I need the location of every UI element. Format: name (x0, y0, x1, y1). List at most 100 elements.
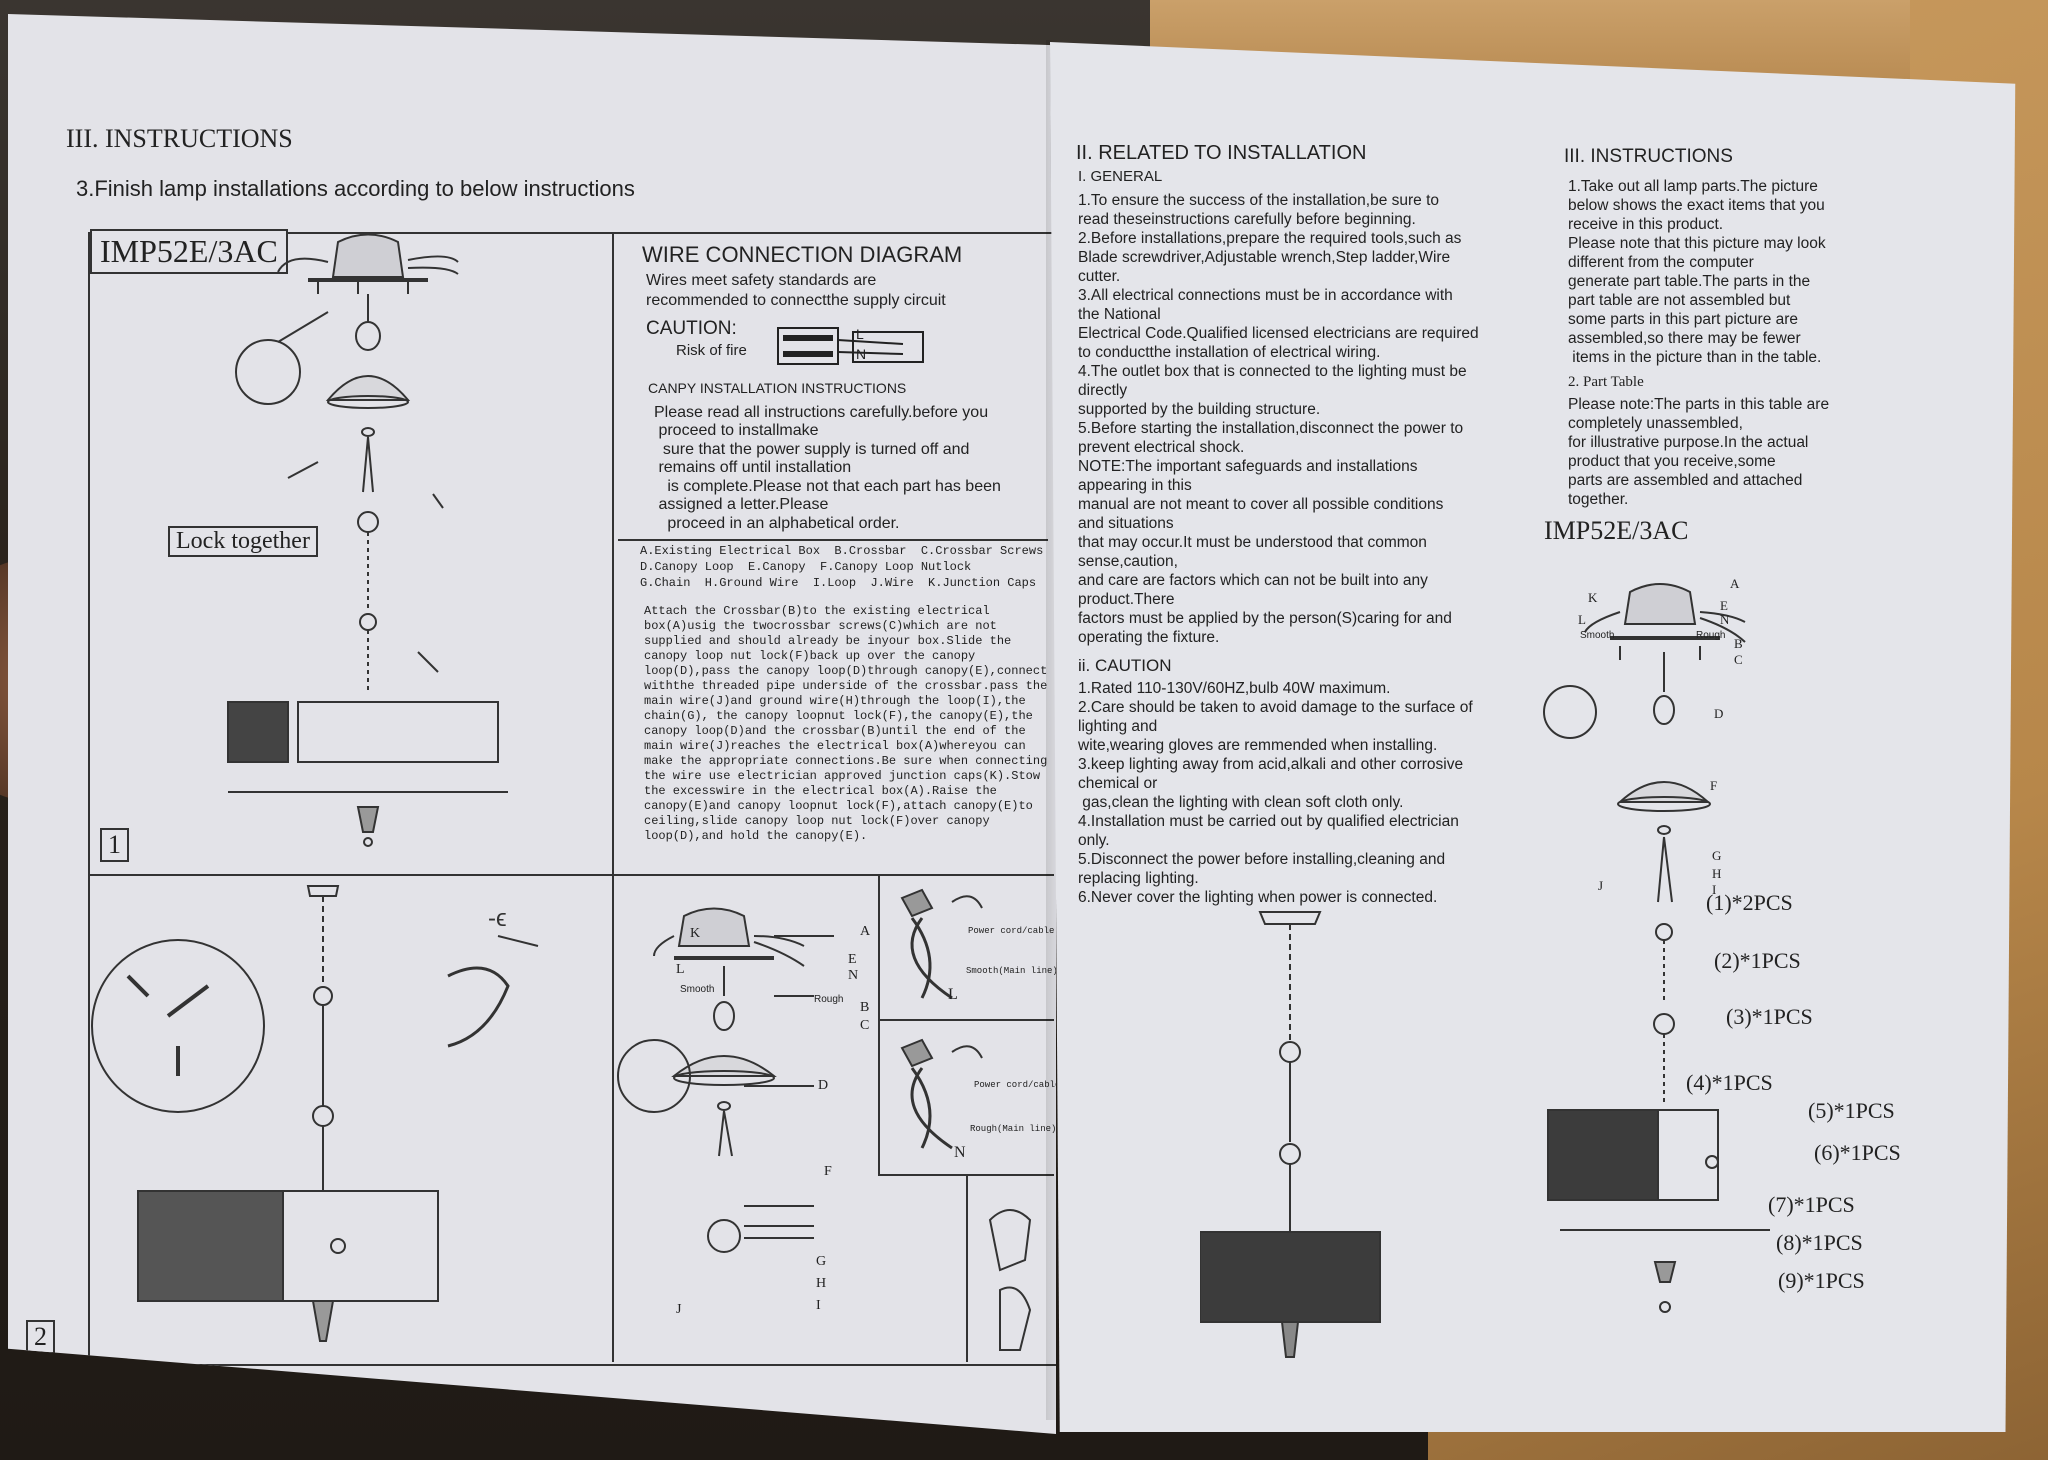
part-count: (8)*1PCS (1776, 1230, 1863, 1255)
text-line: lighting and (1078, 718, 1158, 735)
hanging-lamp-drawing (1200, 911, 1381, 1358)
instruction-line: Attach the Crossbar(B)to the existing el… (644, 604, 990, 618)
letter-H: H (816, 1276, 827, 1291)
text-line: 2.Care should be taken to avoid damage t… (1078, 699, 1473, 716)
canopy-line: is complete.Please not that each part ha… (654, 478, 1001, 495)
canopy-line: sure that the power supply is turned off… (654, 441, 970, 458)
letter-N: N (1720, 612, 1730, 627)
text-line: 3.keep lighting away from acid,alkali an… (1078, 756, 1464, 773)
instruction-line: supplied and should already be inyour bo… (644, 634, 1012, 648)
letter-F: F (824, 1164, 832, 1179)
wire-diagram-line: recommended to connectthe supply circuit (646, 292, 946, 309)
letter-I: I (816, 1298, 821, 1313)
text-line: parts are assembled and attached (1568, 472, 1803, 489)
text-line: 6.Never cover the lighting when power is… (1078, 889, 1438, 906)
canopy-line: Please read all instructions carefully.b… (654, 404, 989, 421)
text-line: the National (1078, 306, 1161, 323)
wire-twist-diagram (900, 888, 983, 1150)
text-line: cutter. (1078, 268, 1121, 285)
lamp-diagram-step1 (227, 233, 508, 847)
text-line: Please note that this picture may look (1568, 235, 1826, 252)
section-header: III. INSTRUCTIONS (66, 124, 293, 153)
instruction-line: ceiling,slide canopy loop nut lock(F)ove… (644, 814, 990, 828)
text-line: for illustrative purpose.In the actual (1568, 434, 1809, 451)
text-line: and situations (1078, 515, 1174, 532)
text-line: 4.The outlet box that is connected to th… (1078, 363, 1467, 380)
wire-N: N (856, 346, 867, 362)
instruction-line: box(A)usig the twocrossbar screws(C)whic… (644, 619, 997, 633)
smooth-main-label: Smooth(Main line) (966, 966, 1058, 976)
svg-text:-ϵ: -ϵ (488, 905, 507, 932)
letter-D: D (818, 1078, 829, 1093)
letter-D: D (1714, 706, 1724, 721)
instruction-line: canopy loop nut lock(F)back up over the … (644, 649, 976, 663)
wire-panel-N: N (954, 1144, 966, 1161)
part-count: (1)*2PCS (1706, 890, 1793, 915)
letter-K: K (1588, 590, 1598, 605)
text-line: supported by the building structure. (1078, 401, 1321, 418)
instruction-line: main wire(J)reaches the electrical box(A… (644, 739, 1026, 753)
right-page: II. RELATED TO INSTALLATION I. GENERAL 1… (1050, 42, 2016, 1432)
text-line: generate part table.The parts in the (1568, 273, 1811, 290)
text-line: completely unassembled, (1568, 415, 1743, 432)
canopy-install-diagram (617, 907, 834, 1253)
canopy-line: proceed in an alphabetical order. (654, 515, 900, 532)
text-line: read theseinstructions carefully before … (1078, 211, 1416, 228)
letter-J: J (676, 1302, 682, 1317)
text-line: below shows the exact items that you (1568, 197, 1825, 214)
instruction-line: the wire use electrician approved juncti… (644, 769, 1041, 783)
risk-of-fire-label: Risk of fire (676, 342, 747, 359)
text-line: to conductthe installation of electrical… (1078, 344, 1381, 361)
subheader: 3.Finish lamp installations according to… (76, 176, 635, 201)
parts-list-line: G.Chain H.Ground Wire I.Loop J.Wire K.Ju… (640, 576, 1037, 590)
power-cord-label: Power cord/cable (974, 1080, 1061, 1090)
parts-list-line: A.Existing Electrical Box B.Crossbar C.C… (640, 544, 1044, 558)
part-count: (3)*1PCS (1726, 1004, 1813, 1029)
letter-C: C (860, 1018, 870, 1033)
letter-N: N (848, 968, 859, 983)
text-line: Blade screwdriver,Adjustable wrench,Step… (1078, 249, 1451, 266)
text-line: operating the fixture. (1078, 629, 1220, 646)
text-line: prevent electrical shock. (1078, 439, 1245, 456)
divider (88, 874, 1054, 876)
text-line: 1.Rated 110-130V/60HZ,bulb 40W maximum. (1078, 680, 1391, 697)
letter-A: A (860, 924, 871, 939)
canopy-line: assigned a letter.Please (654, 496, 829, 513)
letter-E: E (1720, 598, 1728, 613)
instruction-line: make the appropriate connections.Be sure… (644, 754, 1048, 768)
instruction-line: the excesswire in the electrical box(A).… (644, 784, 997, 798)
text-line: different from the computer (1568, 254, 1754, 271)
letter-K: K (690, 926, 701, 941)
instruction-line: main wire(J)and ground wire(H)through th… (644, 694, 1026, 708)
text-line: sense,caution, (1078, 553, 1178, 570)
smooth-label: Smooth (1580, 630, 1615, 641)
divider (966, 1174, 968, 1362)
text-line: and care are factors which can not be bu… (1078, 572, 1428, 589)
text-line: 1.To ensure the success of the installat… (1078, 192, 1440, 209)
parts-list-line: D.Canopy Loop E.Canopy F.Canopy Loop Nut… (640, 560, 972, 574)
letter-F: F (1710, 778, 1718, 793)
text-line: 5.Disconnect the power before installing… (1078, 851, 1446, 868)
power-cord-label: Power cord/cable (968, 926, 1055, 936)
text-line: factors must be applied by the person(S)… (1078, 610, 1452, 627)
wire-connector-drawing (777, 327, 924, 365)
part-count: (9)*1PCS (1778, 1268, 1865, 1293)
text-line: wite,wearing gloves are remmended when i… (1078, 737, 1438, 754)
divider (612, 232, 614, 874)
part-count: (4)*1PCS (1686, 1070, 1773, 1095)
letter-B: B (1734, 636, 1743, 651)
instruction-line: loop(D),pass the canopy loop(D)through c… (644, 664, 1048, 678)
text-line: together. (1568, 491, 1629, 508)
caution-label: CAUTION: (646, 318, 737, 339)
text-line: product.There (1078, 591, 1175, 608)
related-installation-title: II. RELATED TO INSTALLATION (1076, 142, 1367, 164)
divider (878, 1019, 1054, 1021)
divider (612, 874, 614, 1362)
letter-G: G (1712, 848, 1722, 863)
model-label-right: IMP52E/3AC (1544, 516, 1689, 545)
part-table-label: 2. Part Table (1568, 374, 1644, 390)
model-label: IMP52E/3AC (90, 229, 288, 274)
letter-A: A (1730, 576, 1740, 591)
rough-main-label: Rough(Main line) (970, 1124, 1057, 1134)
text-line: receive in this product. (1568, 216, 1724, 233)
